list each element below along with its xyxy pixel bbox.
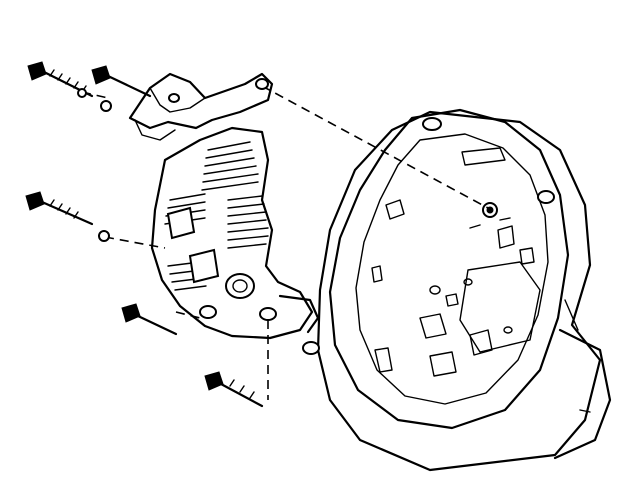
washer-3 [77, 88, 87, 98]
slip-ring-end-frame [302, 108, 612, 472]
alignment-lines [81, 85, 489, 400]
mounting-screw-5 [204, 371, 264, 408]
mounting-screw-2 [91, 65, 152, 98]
washer-1 [100, 100, 112, 112]
mounting-screw-4 [121, 303, 178, 336]
rectifier-bridge [150, 126, 320, 340]
mounting-screw-3 [25, 191, 94, 226]
washer-2 [98, 230, 110, 242]
terminal-bracket [128, 72, 274, 141]
mounting-screw-1 [27, 61, 94, 98]
